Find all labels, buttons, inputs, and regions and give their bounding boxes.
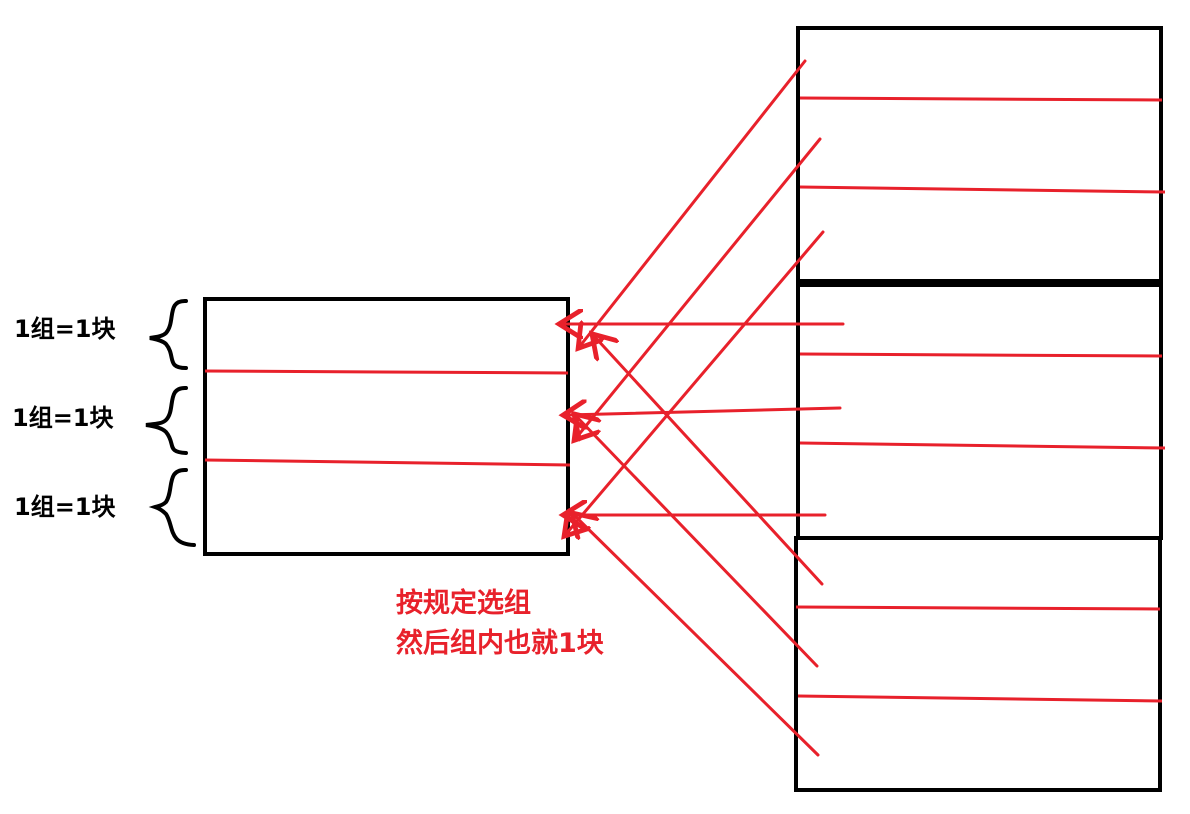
mapping-arrow bbox=[576, 137, 822, 438]
cache-box bbox=[203, 297, 570, 556]
group-brace bbox=[149, 298, 188, 370]
cache-divider bbox=[204, 458, 571, 467]
main-memory bbox=[794, 26, 1166, 792]
memory-region-2 bbox=[796, 283, 1163, 540]
group-label: 1组=1块 bbox=[12, 404, 114, 432]
memory-divider bbox=[799, 96, 1163, 102]
memory-divider bbox=[799, 185, 1166, 194]
memory-region-1 bbox=[796, 26, 1163, 283]
group-label: 1组=1块 bbox=[14, 315, 116, 343]
memory-divider bbox=[799, 352, 1163, 358]
cache-divider bbox=[204, 369, 569, 375]
mapping-note-line1: 按规定选组 bbox=[396, 588, 531, 619]
memory-region-3 bbox=[794, 536, 1162, 792]
mapping-arrow bbox=[580, 59, 807, 346]
mapping-arrow bbox=[594, 336, 824, 586]
mapping-note: 按规定选组 然后组内也就1块 bbox=[396, 584, 604, 664]
memory-divider bbox=[797, 694, 1163, 703]
memory-divider bbox=[795, 605, 1161, 611]
cache bbox=[203, 297, 571, 556]
mapping-arrow bbox=[566, 230, 825, 534]
memory-divider bbox=[799, 441, 1166, 450]
mapping-note-line2: 然后组内也就1块 bbox=[396, 628, 604, 659]
group-brace bbox=[145, 385, 188, 455]
group-brace bbox=[148, 467, 196, 547]
mapping-arrow bbox=[576, 416, 819, 668]
mapping-arrow bbox=[574, 515, 820, 757]
mapping-arrows bbox=[562, 59, 845, 757]
mapping-arrow bbox=[566, 408, 842, 415]
group-braces bbox=[145, 298, 196, 547]
group-label: 1组=1块 bbox=[14, 493, 116, 521]
